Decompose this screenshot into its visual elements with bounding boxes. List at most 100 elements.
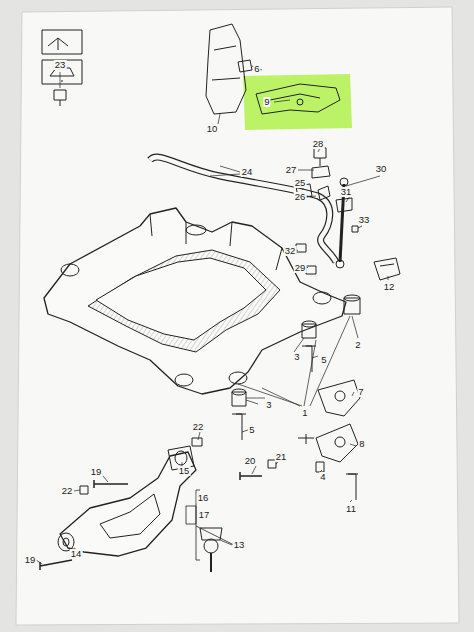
control-arm bbox=[60, 452, 196, 556]
sensor-part bbox=[54, 90, 66, 106]
drawing-stroke bbox=[296, 250, 298, 251]
arm-bushing bbox=[175, 451, 187, 465]
nut-part bbox=[296, 244, 306, 252]
drawing-stroke bbox=[252, 466, 256, 474]
bolt-part bbox=[298, 434, 314, 444]
callout-number: 5 bbox=[320, 355, 327, 365]
callout-number: 19 bbox=[24, 555, 37, 565]
bolt-part bbox=[232, 414, 246, 440]
callout-number: 6 bbox=[253, 64, 260, 74]
callout-number: 5 bbox=[248, 425, 255, 435]
bushing-part bbox=[302, 321, 316, 327]
book-icon bbox=[42, 30, 82, 54]
drawing-stroke bbox=[306, 196, 316, 197]
line-art bbox=[36, 24, 400, 572]
callout-number: 21 bbox=[275, 452, 288, 462]
callout-number: 22 bbox=[192, 422, 205, 432]
bump-stop bbox=[374, 258, 400, 280]
hole bbox=[335, 437, 345, 447]
drawing-stroke bbox=[246, 398, 265, 404]
arm-web bbox=[100, 494, 160, 538]
callout-number: 20 bbox=[244, 456, 257, 466]
paper-sheet bbox=[16, 7, 459, 625]
drawing-stroke bbox=[74, 490, 80, 491]
subframe-opening bbox=[96, 258, 266, 340]
callout-number: 13 bbox=[233, 540, 246, 550]
drawing-stroke bbox=[220, 540, 232, 545]
bolt-part bbox=[40, 560, 72, 570]
callout-number: 25 bbox=[294, 178, 307, 188]
subframe-edge bbox=[150, 214, 282, 270]
highlight-marker bbox=[243, 74, 352, 130]
callout-number: 3 bbox=[293, 352, 300, 362]
callout-number: 19 bbox=[90, 467, 103, 477]
drawing-stroke bbox=[274, 100, 290, 102]
drawing-stroke bbox=[103, 476, 108, 482]
callout-number: 32 bbox=[284, 246, 297, 256]
drawing-stroke bbox=[352, 316, 358, 338]
drawing-stroke bbox=[298, 170, 314, 171]
nut-part bbox=[192, 438, 202, 446]
mount-bushing bbox=[175, 374, 193, 386]
ball-joint bbox=[210, 553, 212, 572]
callout-number: 33 bbox=[358, 215, 371, 225]
subframe-opening bbox=[88, 250, 280, 352]
callout-number: 3 bbox=[265, 400, 272, 410]
clip-part bbox=[238, 60, 252, 72]
callout-number: 2 bbox=[354, 340, 361, 350]
drawing-stroke bbox=[218, 114, 220, 124]
mount-bushing bbox=[61, 264, 79, 276]
bolt-part bbox=[94, 480, 128, 488]
callout-number: 9 bbox=[263, 97, 270, 107]
bolt-part bbox=[314, 148, 326, 166]
callout-number: 30 bbox=[375, 164, 388, 174]
drawing-stroke bbox=[358, 226, 362, 228]
fastener-group bbox=[186, 506, 196, 524]
drawing-stroke bbox=[238, 316, 350, 406]
bolt-part bbox=[346, 474, 358, 500]
callout-number: 24 bbox=[241, 167, 254, 177]
group-bracket bbox=[196, 490, 236, 560]
bracket-part bbox=[316, 424, 358, 462]
callout-number: 26 bbox=[294, 192, 307, 202]
oil-icon bbox=[42, 60, 82, 84]
mount-pad bbox=[186, 225, 206, 235]
callout-number: 12 bbox=[383, 282, 396, 292]
callout-number: 4 bbox=[319, 472, 326, 482]
nut-part bbox=[316, 462, 324, 472]
link-boot bbox=[336, 198, 352, 212]
callout-number: 16 bbox=[197, 493, 210, 503]
callout-number: 17 bbox=[198, 510, 211, 520]
drawing-stroke bbox=[210, 166, 240, 176]
drawing-stroke bbox=[350, 500, 352, 502]
callout-number: 10 bbox=[206, 124, 219, 134]
bar-clamp bbox=[312, 166, 330, 178]
bracket-part bbox=[206, 24, 246, 114]
arm-bushing bbox=[63, 538, 69, 546]
drawing-stroke bbox=[198, 432, 200, 440]
callout-number: 8 bbox=[358, 439, 365, 449]
bolt-part bbox=[240, 472, 262, 480]
drawing-stroke bbox=[346, 176, 380, 186]
subframe bbox=[44, 208, 346, 394]
mount-bushing bbox=[313, 292, 331, 304]
oil-icon bbox=[50, 68, 74, 82]
callout-number: 1 bbox=[301, 408, 308, 418]
callout-number: 27 bbox=[285, 165, 298, 175]
bushing-part bbox=[232, 389, 246, 395]
callout-number: 15 bbox=[178, 466, 191, 476]
ball-joint bbox=[340, 178, 348, 186]
nut-part bbox=[80, 486, 88, 494]
drawing-stroke bbox=[294, 338, 304, 352]
drawing-stroke bbox=[242, 430, 248, 432]
drawing-stroke bbox=[276, 462, 278, 464]
drawing-stroke bbox=[36, 560, 42, 564]
bracket-part bbox=[318, 380, 360, 416]
callout-number: 14 bbox=[70, 549, 83, 559]
drawing-stroke bbox=[388, 276, 389, 280]
callout-number: 22 bbox=[61, 486, 74, 496]
callout-number: 7 bbox=[357, 387, 364, 397]
hole bbox=[335, 391, 345, 401]
